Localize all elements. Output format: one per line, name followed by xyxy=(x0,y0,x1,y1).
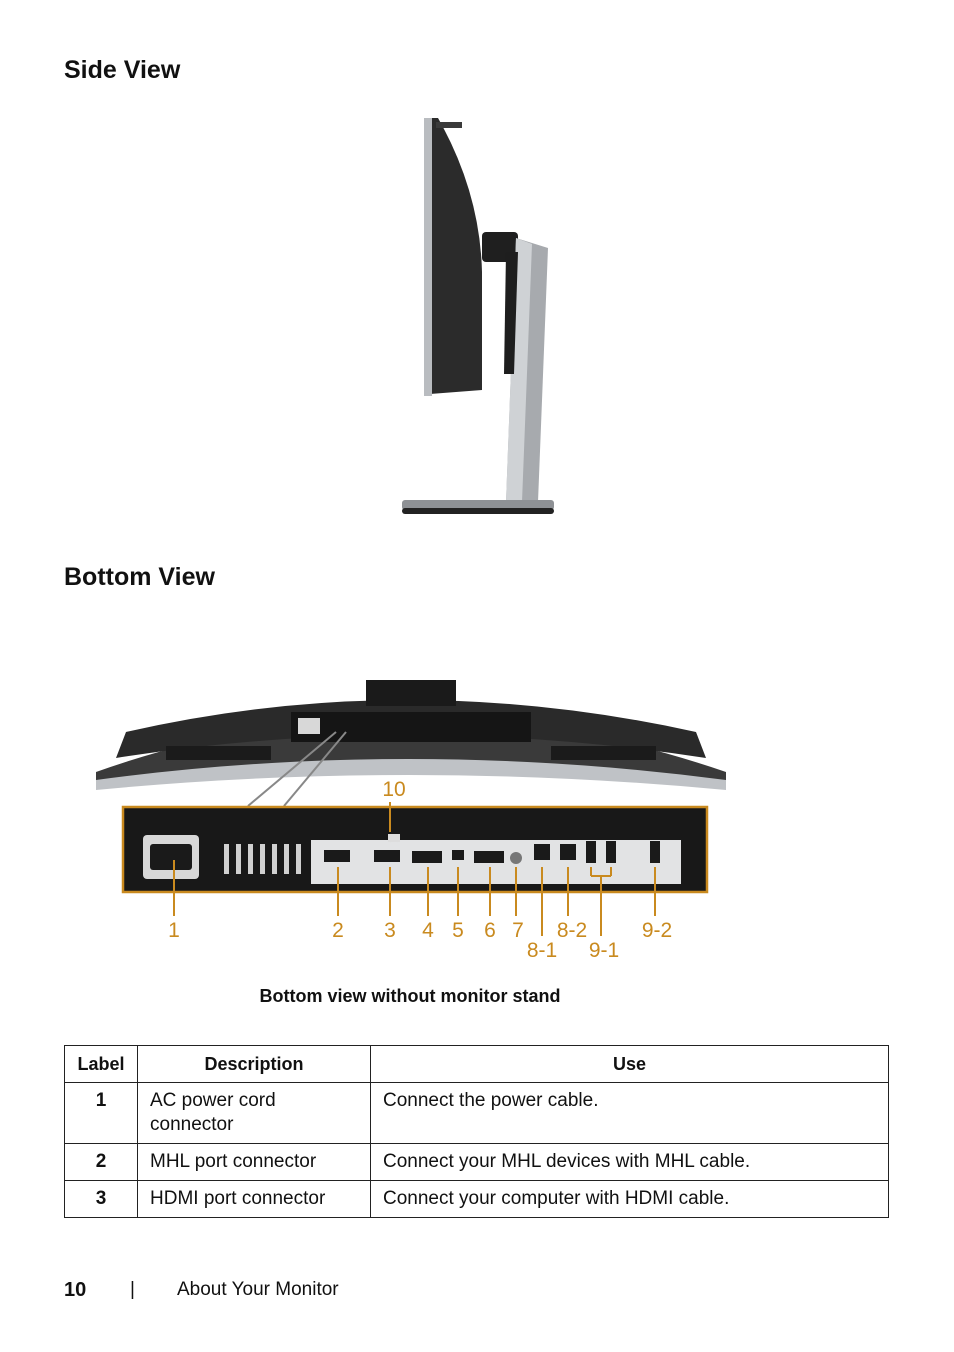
table-header-row: Label Description Use xyxy=(64,1045,889,1083)
page-number: 10 xyxy=(64,1279,87,1301)
row-use: Connect your MHL devices with MHL cable. xyxy=(370,1143,889,1181)
monitor-bottom-view-diagram: 1 2 3 4 5 6 7 8-1 8-2 9-1 9-2 10 xyxy=(96,680,726,962)
monitor-side-view-image xyxy=(402,118,554,514)
row-description: MHL port connector xyxy=(137,1143,371,1181)
port-description-table: Label Description Use 1 AC power cord co… xyxy=(64,1045,889,1218)
callout-8-1: 8-1 xyxy=(527,939,557,962)
row-label: 1 xyxy=(64,1082,138,1144)
table-row: 1 AC power cord connector Connect the po… xyxy=(64,1082,889,1144)
callout-4: 4 xyxy=(422,919,434,942)
footer-section-title: About Your Monitor xyxy=(177,1279,339,1300)
row-use: Connect the power cable. xyxy=(370,1082,889,1144)
header-use: Use xyxy=(370,1045,889,1083)
callout-10: 10 xyxy=(382,778,405,801)
table-row: 3 HDMI port connector Connect your compu… xyxy=(64,1180,889,1218)
figure-caption: Bottom view without monitor stand xyxy=(259,986,561,1006)
callout-8-2: 8-2 xyxy=(557,919,587,942)
callout-3: 3 xyxy=(384,919,396,942)
header-description: Description xyxy=(137,1045,371,1083)
callout-9-1: 9-1 xyxy=(589,939,619,962)
footer-separator: | xyxy=(130,1279,135,1300)
row-description: HDMI port connector xyxy=(137,1180,371,1218)
callout-6: 6 xyxy=(484,919,496,942)
row-label: 3 xyxy=(64,1180,138,1218)
header-label: Label xyxy=(64,1045,138,1083)
row-description: AC power cord connector xyxy=(137,1082,371,1144)
bottom-view-heading: Bottom View xyxy=(64,563,215,591)
table-row: 2 MHL port connector Connect your MHL de… xyxy=(64,1143,889,1181)
side-view-heading: Side View xyxy=(64,56,181,84)
row-label: 2 xyxy=(64,1143,138,1181)
callout-2: 2 xyxy=(332,919,344,942)
callout-1: 1 xyxy=(168,919,180,942)
callout-5: 5 xyxy=(452,919,464,942)
callout-7: 7 xyxy=(512,919,524,942)
callout-9-2: 9-2 xyxy=(642,919,672,942)
row-use: Connect your computer with HDMI cable. xyxy=(370,1180,889,1218)
